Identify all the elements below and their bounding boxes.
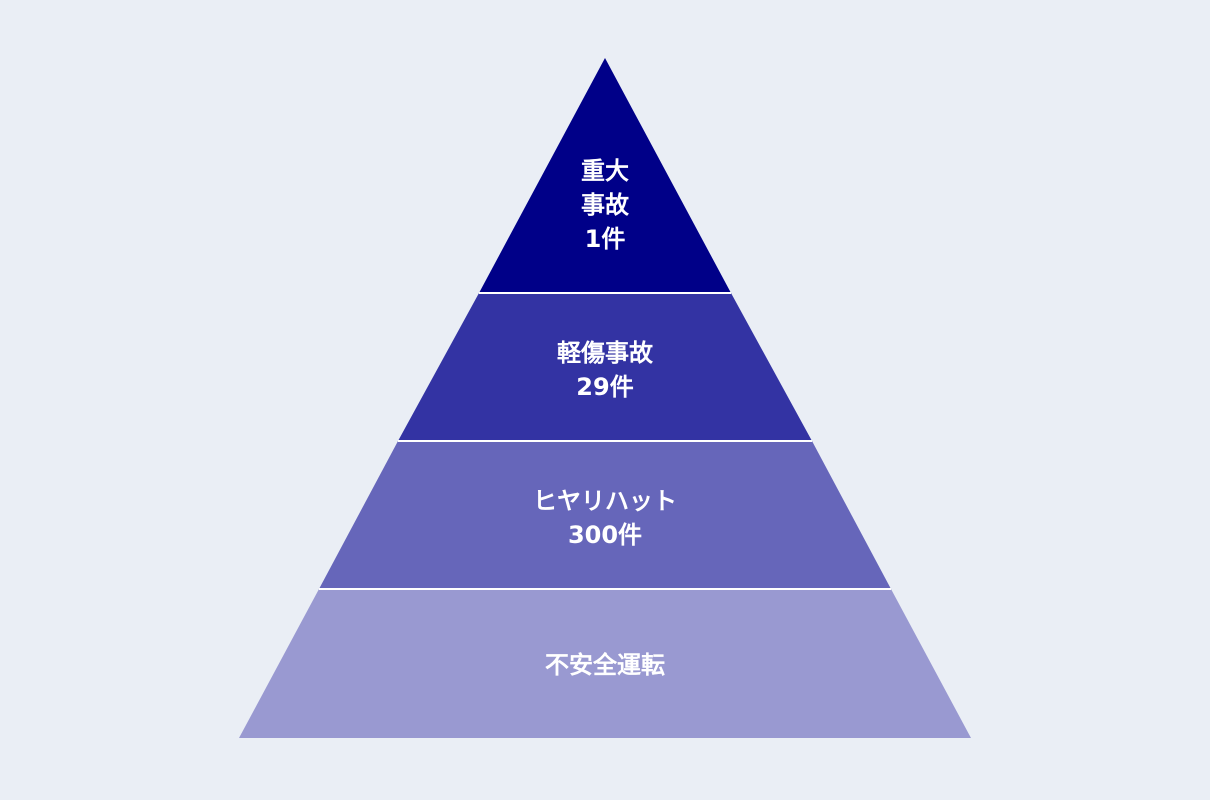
tier-3-line-1: ヒヤリハット xyxy=(533,487,677,515)
tier-2-line-1: 軽傷事故 xyxy=(557,339,653,367)
pyramid-tier-2 xyxy=(398,293,812,441)
tier-3-label: ヒヤリハット 300件 xyxy=(405,484,805,552)
tier-1-line-3: 1件 xyxy=(584,225,626,253)
tier-2-line-2: 29件 xyxy=(576,373,634,401)
tier-3-line-2: 300件 xyxy=(567,521,643,549)
tier-1-line-1: 重大 xyxy=(581,157,629,185)
tier-1-line-2: 事故 xyxy=(581,191,629,219)
tier-2-label: 軽傷事故 29件 xyxy=(405,336,805,404)
pyramid-tier-1 xyxy=(479,58,731,293)
pyramid-tier-3 xyxy=(319,441,891,589)
tier-4-line-1: 不安全運転 xyxy=(545,651,665,679)
pyramid-tier-4 xyxy=(239,589,971,738)
tier-4-label: 不安全運転 xyxy=(405,648,805,682)
tier-1-label: 重大 事故 1件 xyxy=(405,154,805,256)
